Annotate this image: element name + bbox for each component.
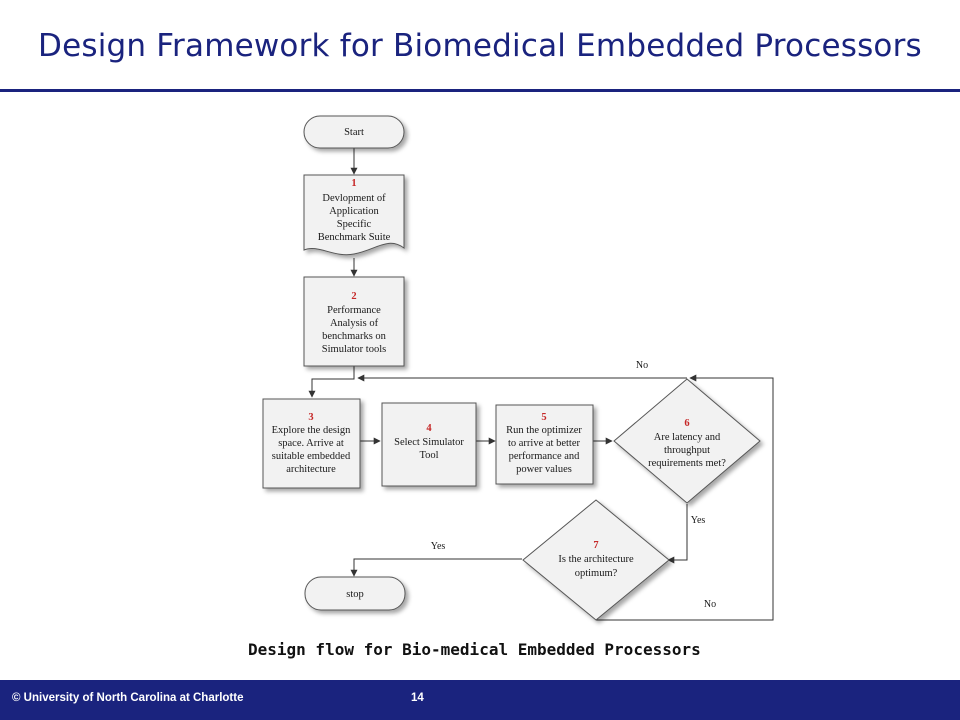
stop-terminator — [304, 576, 406, 611]
decision-7-line-2: optimum? — [575, 568, 618, 579]
edge-2-to-3 — [308, 366, 355, 398]
step-5-number: 5 — [541, 412, 546, 423]
step-3-line-3: suitable embedded — [272, 451, 351, 462]
decision-6-line-2: throughput — [664, 445, 710, 456]
edge-label-d7-yes: Yes — [431, 541, 446, 552]
footer-bar: © University of North Carolina at Charlo… — [0, 680, 960, 720]
step-3-number: 3 — [308, 412, 313, 423]
edge-label-d7-no: No — [704, 599, 716, 610]
start-label: Start — [344, 127, 364, 138]
step-4-line-1: Select Simulator — [394, 437, 464, 448]
step-1-line-1: Devlopment of — [322, 193, 386, 204]
connectors — [308, 148, 774, 621]
step-4-box — [381, 402, 477, 487]
step-2-box — [303, 276, 405, 367]
step-1-line-3: Specific — [337, 219, 372, 230]
edge-7-yes-to-stop — [350, 558, 522, 577]
step-4-line-2: Tool — [419, 450, 438, 461]
step-4-number: 4 — [426, 423, 432, 434]
step-5-box — [495, 404, 594, 485]
page-number: 14 — [411, 692, 424, 704]
title-divider — [0, 89, 960, 92]
decision-7-diamond — [522, 499, 670, 621]
edge-label-top-no: No — [636, 360, 648, 371]
stop-label: stop — [346, 589, 364, 600]
decision-6-diamond — [613, 378, 761, 504]
decision-6-number: 6 — [684, 418, 689, 429]
step-5-line-1: Run the optimizer — [506, 425, 582, 436]
slide-title: Design Framework for Biomedical Embedded… — [38, 28, 922, 64]
start-terminator — [303, 115, 405, 149]
step-3-line-2: space. Arrive at — [278, 438, 344, 449]
step-2-number: 2 — [351, 291, 356, 302]
step-1-number: 1 — [351, 178, 356, 189]
step-2-line-2: Analysis of — [330, 318, 379, 329]
step-5-line-3: performance and — [509, 451, 581, 462]
step-2-line-4: Simulator tools — [322, 344, 386, 355]
step-3-box — [262, 398, 361, 489]
decision-6-line-3: requirements met? — [648, 458, 726, 469]
decision-7-line-1: Is the architecture — [558, 554, 634, 565]
decision-6-line-1: Are latency and — [654, 432, 721, 443]
step-5-line-2: to arrive at better — [508, 438, 581, 449]
step-1-line-4: Benchmark Suite — [318, 232, 391, 243]
edge-7-no-loop — [596, 374, 774, 621]
step-5-line-4: power values — [516, 464, 572, 475]
step-2-line-1: Performance — [327, 305, 381, 316]
decision-7-number: 7 — [593, 540, 598, 551]
footer-copyright: © University of North Carolina at Charlo… — [12, 692, 244, 704]
edge-6-yes-to-7 — [667, 504, 688, 564]
step-3-line-4: architecture — [286, 464, 336, 475]
step-1-document-shape — [303, 174, 405, 256]
step-3-line-1: Explore the design — [272, 425, 351, 436]
step-1-line-2: Application — [329, 206, 379, 217]
edge-label-d6-yes: Yes — [691, 515, 706, 526]
step-2-line-3: benchmarks on — [322, 331, 387, 342]
figure-caption: Design flow for Bio-medical Embedded Pro… — [248, 640, 701, 659]
